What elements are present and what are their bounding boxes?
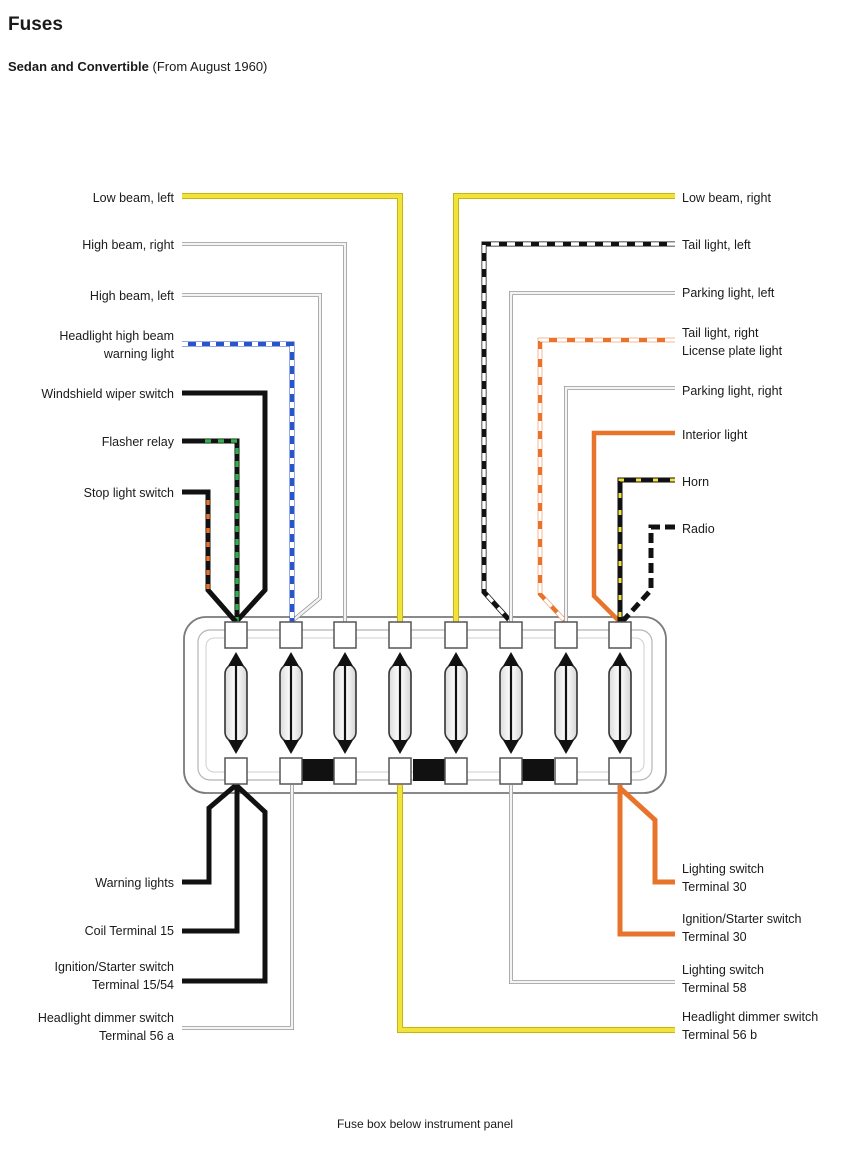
bus-bar: [413, 759, 445, 781]
label-headlight-warning: Headlight high beam warning light: [59, 327, 174, 363]
label-low-beam-left: Low beam, left: [92, 191, 174, 205]
label-wiper-switch: Windshield wiper switch: [41, 387, 174, 401]
label-ignition-1554-line1: Ignition/Starter switch: [54, 960, 175, 974]
fuse: [333, 621, 357, 785]
label-radio: Radio: [682, 522, 715, 536]
top-left-wires: [182, 193, 403, 624]
label-lighting-switch-30: Lighting switch Terminal 30: [682, 860, 764, 896]
fuse-cap-top: [283, 652, 299, 666]
label-headlight-warning-line2: warning light: [103, 347, 174, 361]
label-ignition-1554: Ignition/Starter switch Terminal 15/54: [55, 958, 175, 994]
fuse-terminal-top: [388, 621, 412, 649]
fuse-terminal-top: [333, 621, 357, 649]
label-lighting-switch-30-line1: Lighting switch: [682, 862, 764, 876]
fuse-terminal-bottom: [388, 757, 412, 785]
label-horn: Horn: [682, 475, 710, 489]
diagram-caption: Fuse box below instrument panel: [336, 1117, 514, 1131]
fuse-terminal-bottom: [444, 757, 468, 785]
fuse: [279, 621, 303, 785]
label-warning-lights: Warning lights: [95, 876, 174, 890]
bus-bar: [302, 759, 334, 781]
fuse-cap-bottom: [283, 740, 299, 754]
label-tail-light-right-line1: Tail light, right: [682, 326, 759, 340]
fuse-terminal-bottom: [333, 757, 357, 785]
label-lighting-switch-58-line2: Terminal 58: [682, 981, 747, 995]
fuse: [499, 621, 523, 785]
fuse-cap-bottom: [337, 740, 353, 754]
label-dimmer-56b-line2: Terminal 56 b: [682, 1028, 758, 1042]
bus-bar: [522, 759, 554, 781]
fuse-terminal-top: [444, 621, 468, 649]
fuse-cap-top: [337, 652, 353, 666]
fuse-terminal-top: [554, 621, 578, 649]
label-ignition-30: Ignition/Starter switch Terminal 30: [682, 910, 802, 946]
page-subtitle: Sedan and Convertible (From August 1960): [8, 59, 267, 74]
label-lighting-switch-58: Lighting switch Terminal 58: [682, 961, 764, 997]
fuse-box: [183, 616, 667, 794]
fuse-cap-bottom: [503, 740, 519, 754]
label-tail-light-right-line2: License plate light: [682, 344, 783, 358]
fuse-cap-bottom: [612, 740, 628, 754]
top-right-wires: [453, 193, 675, 624]
fuse-terminal-bottom: [608, 757, 632, 785]
label-parking-light-left: Parking light, left: [682, 286, 775, 300]
label-high-beam-right: High beam, right: [82, 238, 174, 252]
fuse-terminal-top: [279, 621, 303, 649]
label-dimmer-56a: Headlight dimmer switch Terminal 56 a: [38, 1009, 174, 1045]
fuse-cap-top: [503, 652, 519, 666]
fuse-cap-top: [228, 652, 244, 666]
fuse: [554, 621, 578, 785]
label-ignition-30-line1: Ignition/Starter switch: [682, 912, 802, 926]
fuse-cap-top: [392, 652, 408, 666]
fuse-row: [224, 621, 632, 785]
label-headlight-warning-line1: Headlight high beam: [59, 329, 174, 343]
label-ignition-30-line2: Terminal 30: [682, 930, 747, 944]
label-dimmer-56a-line1: Headlight dimmer switch: [37, 1011, 174, 1025]
fuse-terminal-top: [608, 621, 632, 649]
label-lighting-switch-30-line2: Terminal 30: [682, 880, 747, 894]
label-low-beam-right: Low beam, right: [682, 191, 771, 205]
fuse-terminal-bottom: [224, 757, 248, 785]
label-lighting-switch-58-line1: Lighting switch: [682, 963, 764, 977]
label-tail-light-left: Tail light, left: [682, 238, 751, 252]
fuse-cap-top: [448, 652, 464, 666]
fuse: [608, 621, 632, 785]
fuse-cap-top: [612, 652, 628, 666]
fuse-terminal-top: [499, 621, 523, 649]
label-dimmer-56b-line1: Headlight dimmer switch: [682, 1010, 819, 1024]
label-dimmer-56b: Headlight dimmer switch Terminal 56 b: [682, 1008, 818, 1044]
fuse-terminal-bottom: [279, 757, 303, 785]
fuse: [444, 621, 468, 785]
label-stop-light-switch: Stop light switch: [83, 486, 174, 500]
label-tail-light-right: Tail light, right License plate light: [682, 324, 782, 360]
fuse-cap-bottom: [448, 740, 464, 754]
fuse-cap-bottom: [228, 740, 244, 754]
fuse-terminal-top: [224, 621, 248, 649]
subtitle-rest: (From August 1960): [152, 59, 268, 74]
label-dimmer-56a-line2: Terminal 56 a: [98, 1029, 174, 1043]
label-flasher-relay: Flasher relay: [101, 435, 174, 449]
fuse: [224, 621, 248, 785]
fuse-terminal-bottom: [499, 757, 523, 785]
fuse-cap-bottom: [392, 740, 408, 754]
fuse: [388, 621, 412, 785]
subtitle-bold: Sedan and Convertible: [8, 59, 149, 74]
fuse-terminal-bottom: [554, 757, 578, 785]
label-interior-light: Interior light: [682, 428, 748, 442]
label-ignition-1554-line2: Terminal 15/54: [92, 978, 174, 992]
fuse-cap-top: [558, 652, 574, 666]
page-title: Fuses: [8, 14, 63, 35]
bottom-wires: [182, 783, 675, 1033]
fuse-cap-bottom: [558, 740, 574, 754]
label-high-beam-left: High beam, left: [89, 289, 174, 303]
label-parking-light-right: Parking light, right: [682, 384, 783, 398]
label-coil-terminal: Coil Terminal 15: [84, 924, 174, 938]
